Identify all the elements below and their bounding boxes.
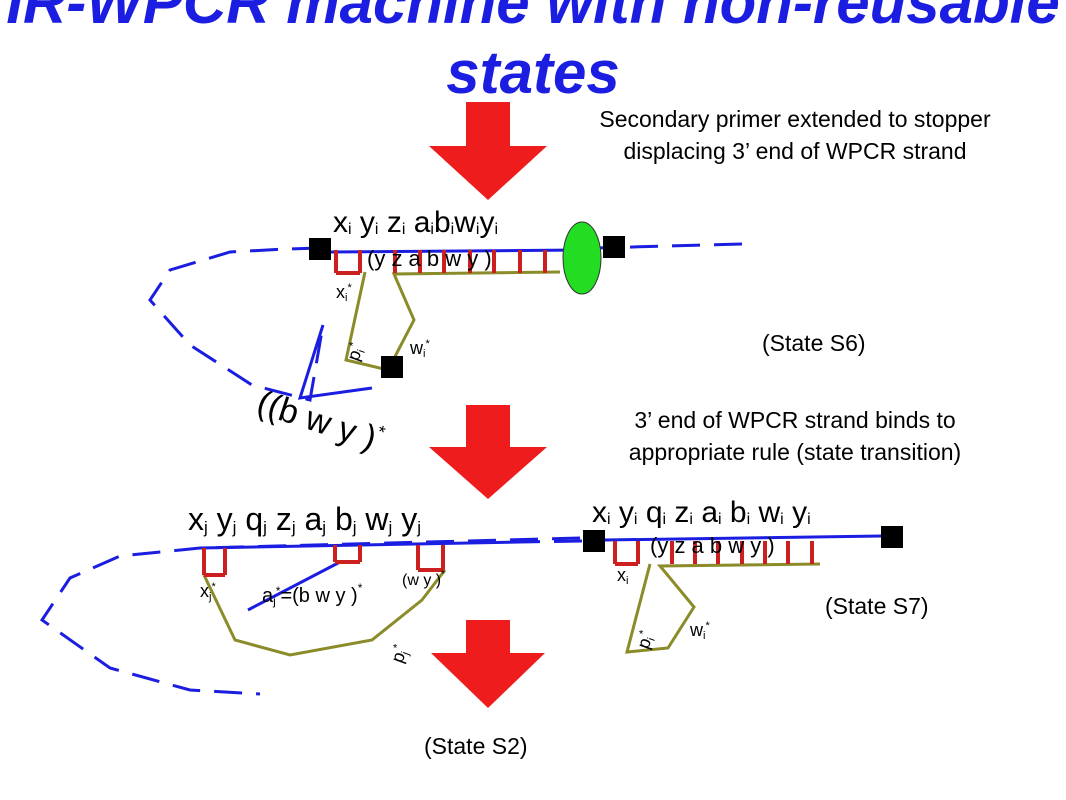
s2-wpcr-strand xyxy=(39,536,581,696)
s7-p-star-label: pi* xyxy=(633,628,660,652)
arrow-down-icon-middle xyxy=(429,405,547,499)
s7-w-star-label: wi* xyxy=(689,620,710,642)
slide-title-line2: states xyxy=(446,39,620,106)
arrow-down-icon-top xyxy=(429,102,547,200)
s6-strand-upper-label: xi yi zi aibiwiyi xyxy=(333,206,498,239)
s2-a-equals-label: aj*=(b w y )* xyxy=(262,581,363,608)
slide-title-line1: IR-WPCR machine with non-reusable xyxy=(6,0,1060,36)
s6-domain-ticks xyxy=(334,250,547,275)
note-secondary-primer-line2: displacing 3’ end of WPCR strand xyxy=(623,138,967,164)
arrow-down-icon-bottom xyxy=(431,620,545,708)
slide-title: IR-WPCR machine with non-reusable states xyxy=(0,0,1066,108)
s6-green-blob xyxy=(562,221,602,295)
state-s2-label: (State S2) xyxy=(424,733,528,759)
state-s6-label: (State S6) xyxy=(762,330,866,356)
s2-wy-star-label: (w y )* xyxy=(402,569,445,589)
s7-strand-upper-label: xi yi qi zi ai bi wi yi xyxy=(592,496,811,529)
s7-stopper-left xyxy=(583,530,605,552)
s2-x-star-label: xj* xyxy=(200,581,216,603)
s6-p-star-label: pi* xyxy=(343,340,370,364)
s6-primer xyxy=(344,270,561,372)
s7-complement-label: (y z a b w y ) xyxy=(650,533,775,558)
note-binds-rule: 3’ end of WPCR strand binds to appropria… xyxy=(520,404,1066,468)
s6-loop-tail xyxy=(297,324,373,400)
s7-domain-ticks xyxy=(613,541,814,566)
s6-bound-strand xyxy=(329,248,581,254)
s7-primer xyxy=(625,562,821,654)
s6-x-star-label: xi* xyxy=(336,282,352,304)
s7-stopper-right xyxy=(881,526,903,548)
note-binds-rule-line2: appropriate rule (state transition) xyxy=(628,439,962,465)
state-s6-strand xyxy=(148,221,743,402)
state-s7-label: (State S7) xyxy=(825,593,929,619)
s2-domain-ticks xyxy=(202,545,445,577)
s6-wpcr-strand xyxy=(148,242,743,402)
s7-wpcr-strand xyxy=(519,539,583,544)
s6-complement-label: (y z a b w y ) xyxy=(367,246,492,271)
s7-bound-strand xyxy=(604,534,883,542)
s6-stopper-right xyxy=(603,236,625,258)
s2-primer xyxy=(202,569,447,657)
state-s7-strand xyxy=(519,526,903,654)
s6-stopper-bottom xyxy=(381,356,403,378)
note-binds-rule-line1: 3’ end of WPCR strand binds to xyxy=(634,407,956,433)
s6-stopper-left xyxy=(309,238,331,260)
note-secondary-primer-line1: Secondary primer extended to stopper xyxy=(599,106,991,132)
note-secondary-primer: Secondary primer extended to stopper dis… xyxy=(515,103,1066,167)
s6-w-star-label: wi* xyxy=(409,338,430,360)
s2-strand-upper-label: xj yj qj zj aj bj wj yj xyxy=(188,501,421,537)
s2-p-star-label: pj* xyxy=(387,642,414,666)
s7-x-label: xi xyxy=(617,565,628,587)
s2-loop-tail xyxy=(247,560,341,612)
state-s2-strand xyxy=(39,536,581,696)
